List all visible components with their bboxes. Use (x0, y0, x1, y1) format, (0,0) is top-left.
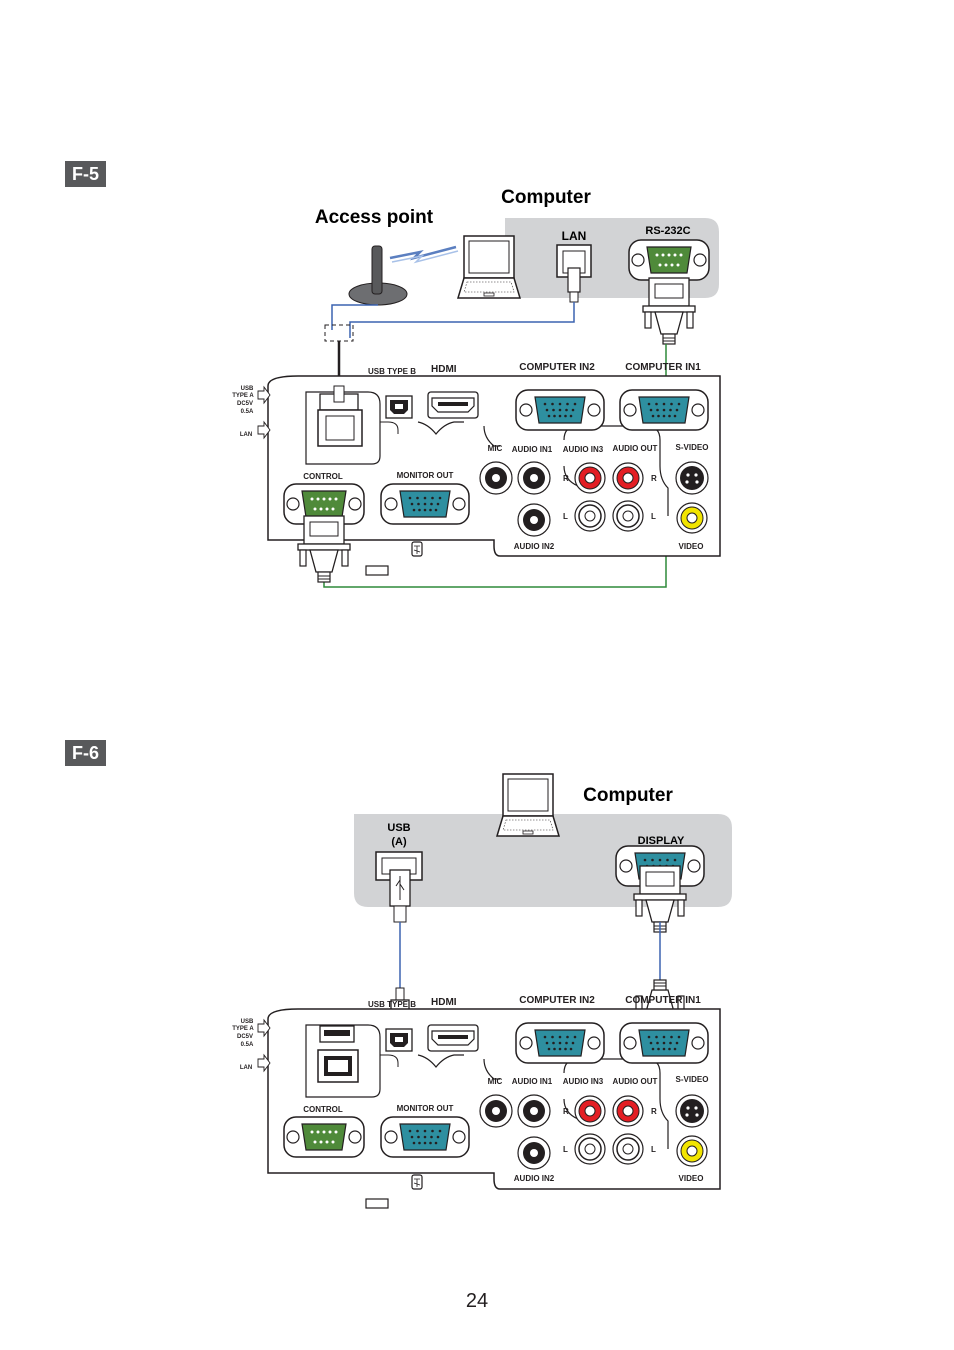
r-label: R (563, 1107, 569, 1116)
rs232c-port-label: RS-232C (645, 225, 690, 237)
l-label: L (563, 1145, 568, 1154)
figure-tag-f6: F-6 (65, 740, 106, 766)
figure-f5: Computer Access point LAN RS-232C USB TY… (232, 187, 720, 588)
figure-f6: Computer USB (A) DISPLAY USB TYPE B HDMI… (232, 773, 732, 1208)
laptop-icon (496, 773, 560, 837)
wireless-signal-icon (389, 245, 457, 261)
monitor-out-label: MONITOR OUT (397, 471, 454, 480)
audio-in3-label: AUDIO IN3 (563, 445, 604, 454)
usb-type-b-label: USB TYPE B (368, 367, 416, 376)
access-point-label: Access point (315, 207, 434, 228)
hdmi-label: HDMI (431, 364, 457, 375)
side-amp-label: 0.5A (241, 1042, 254, 1048)
audio-out-label: AUDIO OUT (613, 444, 658, 453)
monitor-out-label: MONITOR OUT (397, 1104, 454, 1113)
video-label: VIDEO (679, 1174, 704, 1183)
audio-out-label: AUDIO OUT (613, 1077, 658, 1086)
side-dc5v-label: DC5V (237, 1034, 253, 1040)
r-label: R (651, 474, 657, 483)
lan-port-label: LAN (562, 229, 587, 243)
s-video-label: S-VIDEO (676, 1075, 709, 1084)
lan-cable (349, 302, 575, 338)
side-type-a-label: TYPE A (232, 393, 254, 399)
computer-in2-label: COMPUTER IN2 (519, 995, 595, 1006)
computer-label-f6: Computer (583, 785, 673, 806)
side-usb-label: USB (241, 1019, 254, 1025)
video-label: VIDEO (679, 542, 704, 551)
audio-in2-label: AUDIO IN2 (514, 542, 555, 551)
control-label: CONTROL (303, 1105, 343, 1114)
usb-type-b-label: USB TYPE B (368, 1000, 416, 1009)
usb-port-label: USB (387, 822, 410, 834)
r-label: R (651, 1107, 657, 1116)
side-lan-label: LAN (240, 1065, 252, 1071)
computer-rs232c-port (628, 239, 710, 281)
hdmi-label: HDMI (431, 997, 457, 1008)
side-lan-label: LAN (240, 432, 252, 438)
figure-tag-f5: F-5 (65, 161, 106, 187)
laptop-icon (457, 235, 521, 299)
mic-label: MIC (488, 444, 503, 453)
r-label: R (563, 474, 569, 483)
side-dc5v-label: DC5V (237, 401, 253, 407)
s-video-label: S-VIDEO (676, 443, 709, 452)
l-label: L (651, 1145, 656, 1154)
computer-in2-label: COMPUTER IN2 (519, 362, 595, 373)
audio-in1-label: AUDIO IN1 (512, 1077, 553, 1086)
side-type-a-label: TYPE A (232, 1026, 254, 1032)
display-port-label: DISPLAY (638, 835, 685, 847)
rs232c-cable-plug (642, 277, 696, 345)
audio-in1-label: AUDIO IN1 (512, 445, 553, 454)
side-amp-label: 0.5A (241, 409, 254, 415)
computer-in1-label: COMPUTER IN1 (625, 362, 701, 373)
usb-port-sublabel: (A) (391, 836, 407, 848)
access-point-icon (348, 245, 408, 306)
side-usb-label: USB (241, 386, 254, 392)
mic-label: MIC (488, 1077, 503, 1086)
audio-in2-label: AUDIO IN2 (514, 1174, 555, 1183)
control-label: CONTROL (303, 472, 343, 481)
l-label: L (563, 512, 568, 521)
control-cable-plug (297, 515, 351, 583)
computer-in1-label: COMPUTER IN1 (625, 995, 701, 1006)
l-label: L (651, 512, 656, 521)
page-number: 24 (465, 1290, 489, 1312)
computer-label-f5: Computer (501, 187, 591, 208)
audio-in3-label: AUDIO IN3 (563, 1077, 604, 1086)
